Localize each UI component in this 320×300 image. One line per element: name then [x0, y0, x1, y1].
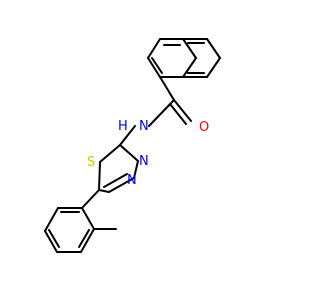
bond — [159, 76, 175, 101]
bond — [147, 57, 161, 78]
bond — [206, 57, 221, 78]
thiadiazole-ring — [98, 144, 139, 193]
bond — [182, 38, 197, 59]
bond — [98, 189, 110, 193]
bond — [206, 38, 221, 59]
ring-nitrogen-label-1: N — [139, 154, 149, 169]
oxygen-label: O — [199, 120, 209, 135]
bond — [48, 229, 60, 248]
bond — [44, 230, 58, 253]
bond — [119, 125, 136, 146]
bond — [108, 177, 135, 193]
bond — [119, 144, 139, 162]
bond — [81, 189, 100, 209]
bond — [133, 160, 139, 179]
bond — [173, 99, 192, 122]
bond — [44, 207, 59, 232]
bond — [148, 99, 175, 127]
bond — [103, 173, 128, 188]
amide-group — [119, 76, 192, 146]
molecule-canvas: O H N N N S — [44, 38, 221, 253]
bond — [147, 38, 161, 59]
bond — [80, 228, 95, 253]
bond — [81, 207, 95, 230]
amide-nitrogen-label: N — [139, 119, 149, 134]
tolyl-ring — [44, 189, 117, 253]
sulfur-label: S — [87, 155, 95, 170]
ring-nitrogen-label-2: N — [127, 173, 137, 188]
bond — [169, 103, 187, 125]
molecule-structure: O H N N N S — [44, 38, 221, 253]
bond — [98, 161, 101, 191]
bond — [151, 57, 163, 74]
bond — [182, 57, 197, 78]
amide-hydrogen-label: H — [118, 119, 128, 134]
bond — [78, 229, 90, 248]
naphthalene-ring — [147, 38, 221, 78]
bond — [99, 144, 121, 163]
